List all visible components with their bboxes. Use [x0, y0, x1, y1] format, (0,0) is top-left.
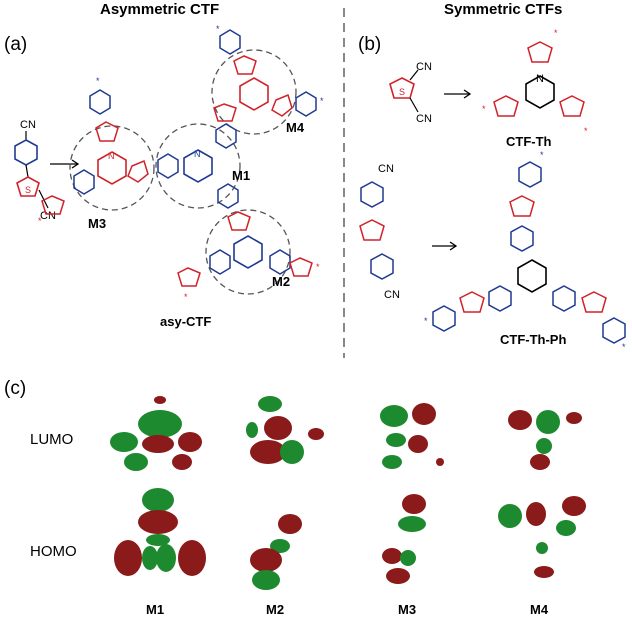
m4-star-2: * — [320, 96, 324, 106]
ctf-th-structure: N * * * — [482, 28, 588, 136]
ctfth-n-1: N — [536, 73, 544, 85]
m2-star-2: * — [316, 262, 320, 272]
col-label-m2: M2 — [266, 602, 284, 617]
framework-label: asy-CTF — [160, 314, 211, 329]
col-label-m1: M1 — [146, 602, 164, 617]
monomer-s-atom: S — [25, 185, 31, 195]
panel-a-letter: (a) — [4, 34, 27, 55]
orbital-homo-m3 — [382, 494, 426, 584]
ctfthph-star-3: * — [622, 342, 626, 352]
panel-a: (a) Asymmetric CTF CN S CN N — [4, 1, 324, 329]
ctfth-star-2: * — [482, 104, 486, 114]
ctfth-star-3: * — [584, 126, 588, 136]
sym1-cn-bottom: CN — [416, 113, 432, 125]
fragment-circle-m1 — [155, 123, 241, 209]
monomer-cn-top: CN — [20, 119, 36, 131]
orbital-homo-m2 — [250, 514, 302, 590]
m3-star: * — [96, 76, 100, 86]
sym-arrow-2 — [432, 241, 458, 251]
ctfthph-star-2: * — [424, 316, 428, 326]
row-label-lumo: LUMO — [30, 431, 73, 448]
ctfth-star-1: * — [554, 28, 558, 38]
fragment-circle-m3 — [69, 125, 155, 211]
sym-arrow-1 — [444, 89, 472, 99]
ctf-th-ph-structure: * * * — [424, 150, 626, 352]
m4-star: * — [216, 24, 220, 34]
col-label-m3: M3 — [398, 602, 416, 617]
m1-n-atom: N — [194, 149, 201, 159]
monomer-cn-bottom: CN — [40, 210, 56, 222]
sym2-cn-top: CN — [378, 163, 394, 175]
orbital-homo-m4 — [498, 496, 586, 578]
panel-c-letter: (c) — [4, 378, 26, 399]
asy-monomer: CN S CN — [14, 119, 56, 222]
sym-monomer-2: CN CN — [359, 163, 400, 301]
product-label-ctf-th: CTF-Th — [506, 134, 552, 149]
fragment-label-m4: M4 — [286, 120, 305, 135]
m2-star: * — [184, 292, 188, 302]
panel-b-letter: (b) — [358, 34, 381, 55]
sym2-cn-bottom: CN — [384, 289, 400, 301]
m3-n-atom: N — [108, 151, 115, 161]
sym1-cn-top: CN — [416, 61, 432, 73]
orbital-lumo-m4 — [508, 410, 582, 470]
product-label-ctf-th-ph: CTF-Th-Ph — [500, 332, 566, 347]
sym-monomer-1: S CN CN — [389, 61, 432, 125]
col-label-m4: M4 — [530, 602, 549, 617]
orbital-homo-m1 — [114, 488, 206, 576]
panel-a-title: Asymmetric CTF — [100, 1, 219, 18]
panel-c: (c) LUMO HOMO — [4, 378, 586, 617]
orbital-lumo-m3 — [380, 403, 444, 469]
ctfthph-star-1: * — [540, 150, 544, 160]
panel-b: (b) Symmetric CTFs S CN CN N * * * CTF-T… — [358, 1, 626, 352]
orbital-lumo-m1 — [110, 396, 202, 471]
fragment-label-m2: M2 — [272, 274, 290, 289]
fragment-label-m3: M3 — [88, 216, 106, 231]
fragment-circle-m2 — [205, 209, 291, 295]
orbital-lumo-m2 — [246, 396, 324, 464]
sym1-s-atom: S — [399, 87, 405, 97]
panel-b-title: Symmetric CTFs — [444, 1, 562, 18]
asy-reaction-arrow — [50, 159, 80, 169]
m3-star-2: * — [38, 216, 42, 226]
fragment-label-m1: M1 — [232, 168, 250, 183]
row-label-homo: HOMO — [30, 543, 77, 560]
fragment-circle-m4 — [211, 49, 297, 135]
